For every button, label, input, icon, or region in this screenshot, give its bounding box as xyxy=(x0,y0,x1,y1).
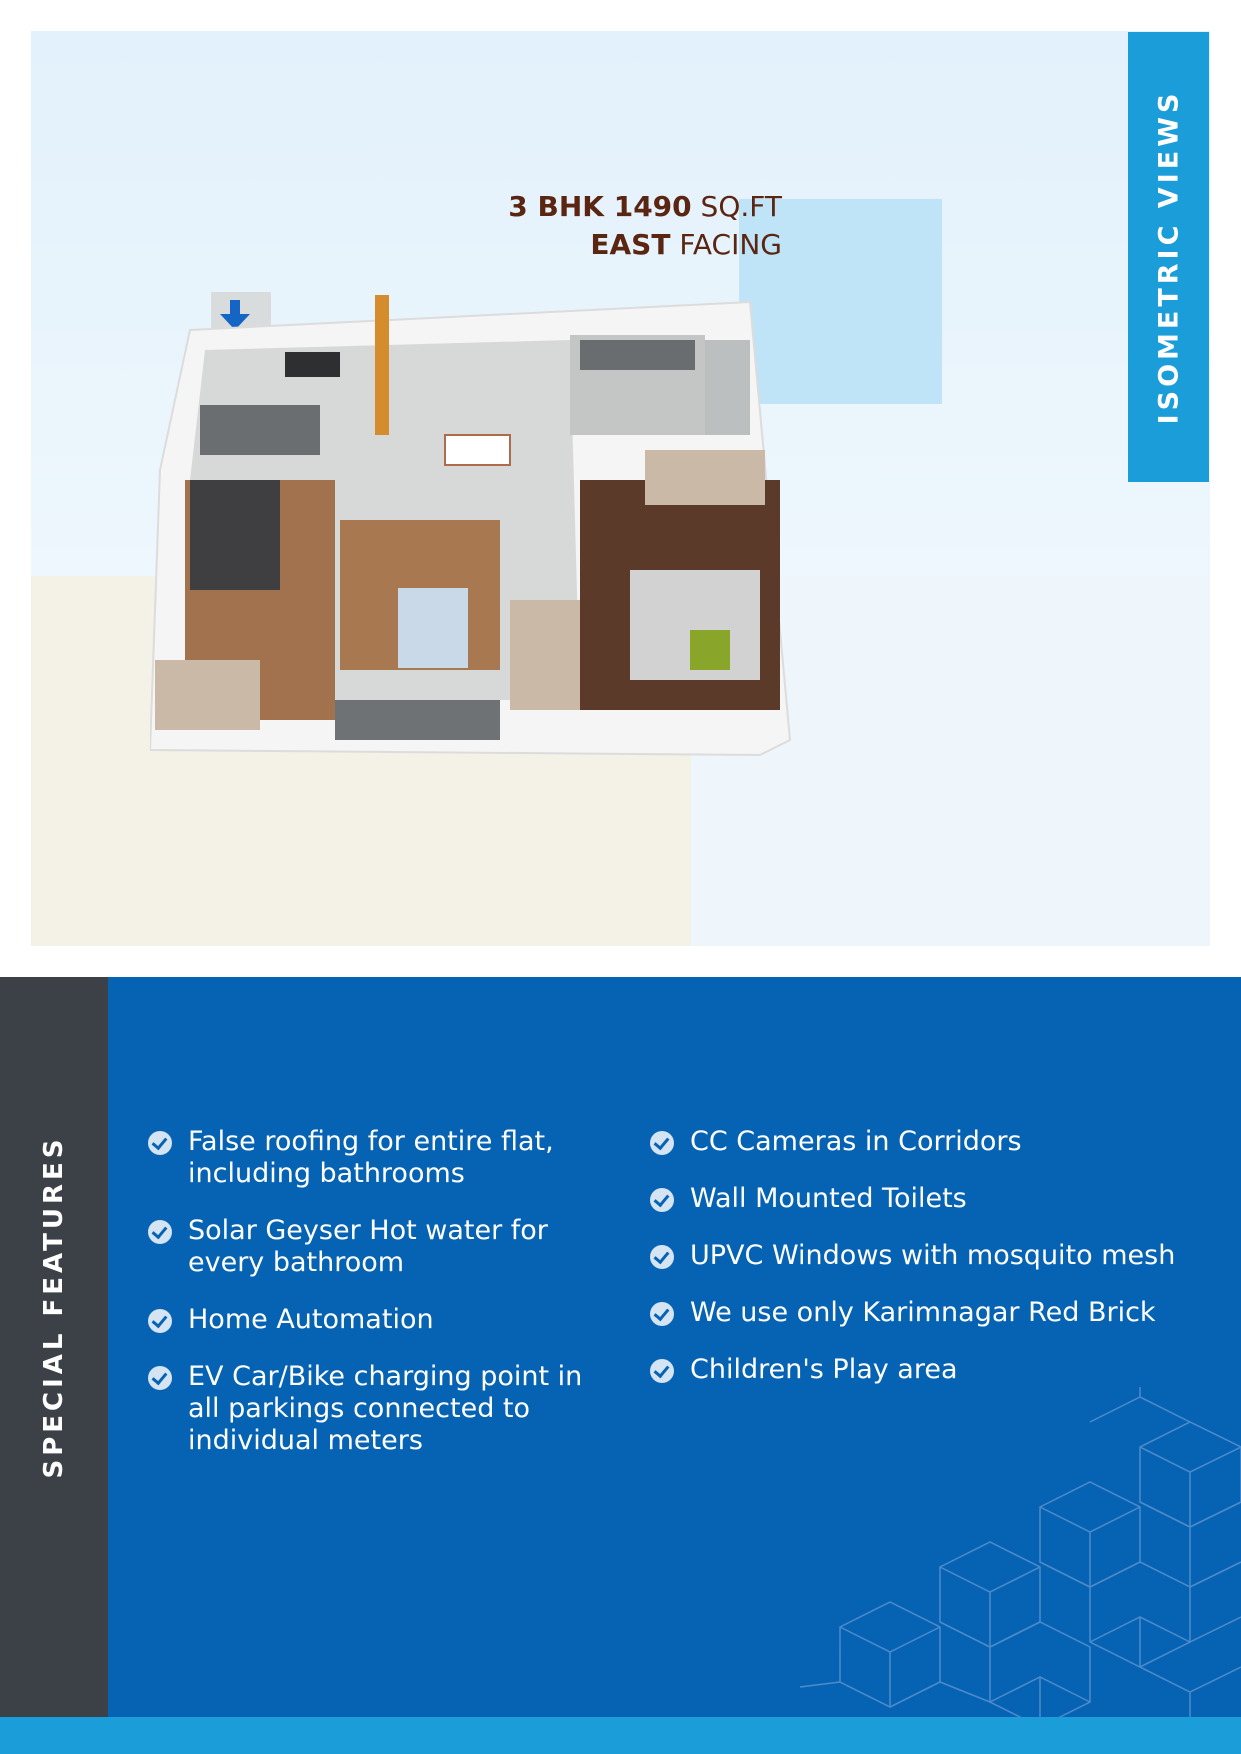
feature-text: Wall Mounted Toilets xyxy=(690,1183,967,1214)
unit-title: 3 BHK 1490 SQ.FT EAST FACING xyxy=(380,188,782,264)
check-circle-icon xyxy=(148,1131,172,1155)
check-circle-icon xyxy=(650,1302,674,1326)
feature-item: Home Automation xyxy=(148,1304,618,1336)
feature-text: Home Automation xyxy=(188,1304,434,1335)
feature-item: UPVC Windows with mosquito mesh xyxy=(650,1240,1210,1272)
feature-text: Children's Play area xyxy=(690,1354,958,1385)
feature-item: CC Cameras in Corridors xyxy=(650,1126,1210,1158)
feature-text: Solar Geyser Hot water for every bathroo… xyxy=(188,1215,548,1278)
features-list-right: CC Cameras in Corridors Wall Mounted Toi… xyxy=(650,1126,1210,1411)
check-circle-icon xyxy=(650,1359,674,1383)
cube-pattern-decoration xyxy=(800,1387,1241,1717)
isometric-views-label: ISOMETRIC VIEWS xyxy=(1153,89,1184,425)
down-arrow-icon xyxy=(220,300,250,330)
check-circle-icon xyxy=(650,1131,674,1155)
feature-text: CC Cameras in Corridors xyxy=(690,1126,1022,1157)
special-features-section: SPECIAL FEATURES False roofing for entir… xyxy=(0,977,1241,1717)
special-features-tab: SPECIAL FEATURES xyxy=(0,977,108,1717)
feature-item: False roofing for entire flat, including… xyxy=(148,1126,618,1190)
floor-plan-illustration xyxy=(150,292,792,757)
check-circle-icon xyxy=(650,1245,674,1269)
feature-item: EV Car/Bike charging point in all parkin… xyxy=(148,1361,618,1457)
unit-size-light: SQ.FT xyxy=(691,190,782,223)
feature-item: Children's Play area xyxy=(650,1354,1210,1386)
feature-text: False roofing for entire flat, including… xyxy=(188,1126,554,1189)
feature-text: UPVC Windows with mosquito mesh xyxy=(690,1240,1176,1271)
features-list-left: False roofing for entire flat, including… xyxy=(148,1126,618,1482)
facing-light: FACING xyxy=(670,228,782,261)
facing-line: EAST FACING xyxy=(380,226,782,264)
special-features-label: SPECIAL FEATURES xyxy=(39,1135,69,1479)
feature-text: We use only Karimnagar Red Brick xyxy=(690,1297,1156,1328)
unit-size-bold: 3 BHK 1490 xyxy=(508,190,692,223)
check-circle-icon xyxy=(148,1309,172,1333)
bottom-accent-bar xyxy=(0,1717,1241,1754)
check-circle-icon xyxy=(650,1188,674,1212)
feature-text: EV Car/Bike charging point in all parkin… xyxy=(188,1361,583,1456)
check-circle-icon xyxy=(148,1220,172,1244)
facing-bold: EAST xyxy=(590,228,671,261)
isometric-views-tab: ISOMETRIC VIEWS xyxy=(1128,32,1209,482)
feature-item: Solar Geyser Hot water for every bathroo… xyxy=(148,1215,618,1279)
isometric-view-section xyxy=(31,31,1210,946)
feature-item: We use only Karimnagar Red Brick xyxy=(650,1297,1210,1329)
check-circle-icon xyxy=(148,1366,172,1390)
unit-size-line: 3 BHK 1490 SQ.FT xyxy=(380,188,782,226)
feature-item: Wall Mounted Toilets xyxy=(650,1183,1210,1215)
decorative-square xyxy=(739,199,942,404)
